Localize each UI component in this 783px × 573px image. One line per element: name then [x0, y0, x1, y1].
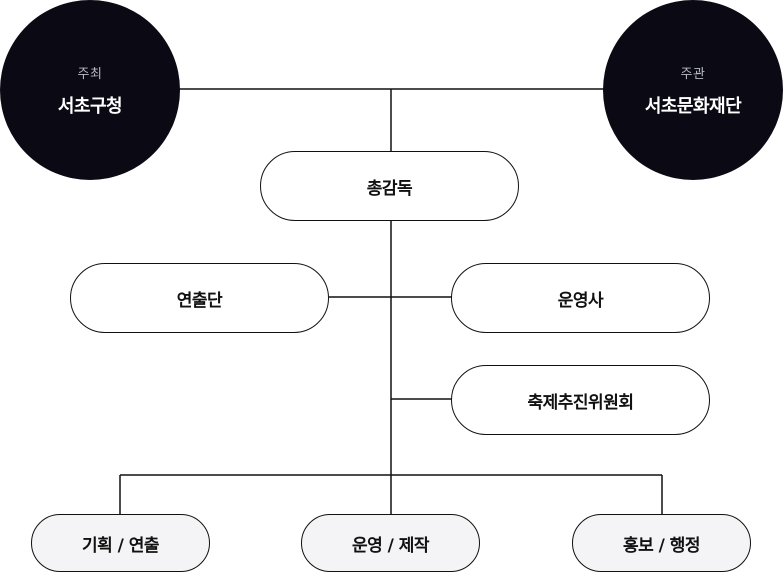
- committee-node: 축제추진위원회: [451, 365, 710, 435]
- team-pr-node: 홍보 / 행정: [572, 514, 751, 572]
- host-right-circle: 주관 서초문화재단: [603, 0, 783, 180]
- directing-team-node: 연출단: [70, 263, 329, 333]
- operator-node: 운영사: [451, 263, 710, 333]
- team-operations-node: 운영 / 제작: [301, 514, 480, 572]
- host-left-circle: 주최 서초구청: [0, 0, 180, 180]
- director-node: 총감독: [260, 151, 519, 221]
- host-left-name: 서초구청: [57, 95, 123, 117]
- host-right-role: 주관: [680, 66, 706, 82]
- host-right-name: 서초문화재단: [644, 95, 742, 117]
- team-planning-node: 기획 / 연출: [31, 514, 210, 572]
- host-left-role: 주최: [77, 66, 103, 82]
